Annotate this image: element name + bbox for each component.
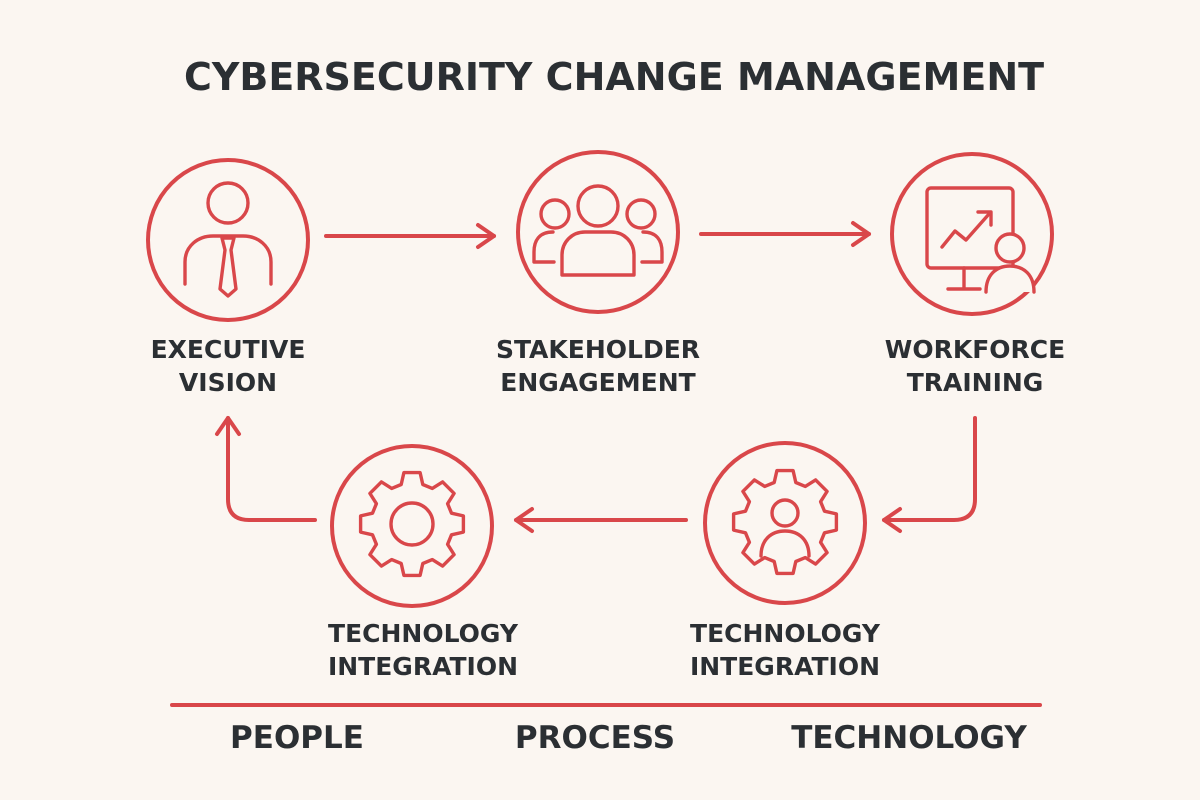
step-ring — [330, 444, 494, 608]
gear-outline — [358, 470, 466, 578]
step-label-line1: WORKFORCE — [885, 335, 1065, 364]
gear-person-icon — [731, 468, 839, 576]
step-ring — [146, 158, 310, 322]
step-technology-integration-right: TECHNOLOGY INTEGRATION — [690, 441, 881, 681]
executive-person-icon — [183, 181, 273, 298]
pillar-process: PROCESS — [515, 720, 675, 756]
flow-arrow-vision-to-engagement — [324, 223, 496, 249]
training-presentation-icon — [925, 186, 1036, 294]
gear-outline — [731, 468, 839, 576]
pillar-technology: TECHNOLOGY — [791, 720, 1027, 756]
flow-arrow-integration-to-integration — [514, 507, 688, 533]
flow-arrow-integration-to-vision — [215, 416, 317, 522]
step-stakeholder-engagement: STAKEHOLDER ENGAGEMENT — [496, 150, 700, 397]
diagram-title: CYBERSECURITY CHANGE MANAGEMENT — [184, 55, 1044, 99]
step-label-line1: TECHNOLOGY — [328, 619, 519, 648]
step-workforce-training: WORKFORCE TRAINING — [885, 152, 1065, 397]
step-label-line2: TRAINING — [907, 368, 1044, 397]
step-label-line2: INTEGRATION — [328, 652, 518, 681]
step-executive-vision: EXECUTIVE VISION — [146, 158, 310, 397]
flow-arrow-engagement-to-training — [699, 221, 871, 247]
step-label-line2: INTEGRATION — [690, 652, 880, 681]
pillar-people: PEOPLE — [230, 720, 364, 756]
people-group-icon — [532, 184, 664, 277]
step-ring — [703, 441, 867, 605]
step-label-line1: EXECUTIVE — [151, 335, 306, 364]
gear-icon — [358, 470, 466, 578]
step-label-line1: TECHNOLOGY — [690, 619, 881, 648]
step-label-line2: VISION — [179, 368, 277, 397]
step-ring — [890, 152, 1054, 316]
step-label-line2: ENGAGEMENT — [500, 368, 695, 397]
step-technology-integration-left: TECHNOLOGY INTEGRATION — [328, 444, 519, 681]
step-label-line1: STAKEHOLDER — [496, 335, 700, 364]
step-ring — [516, 150, 680, 314]
flow-arrow-training-to-integration — [882, 416, 977, 533]
